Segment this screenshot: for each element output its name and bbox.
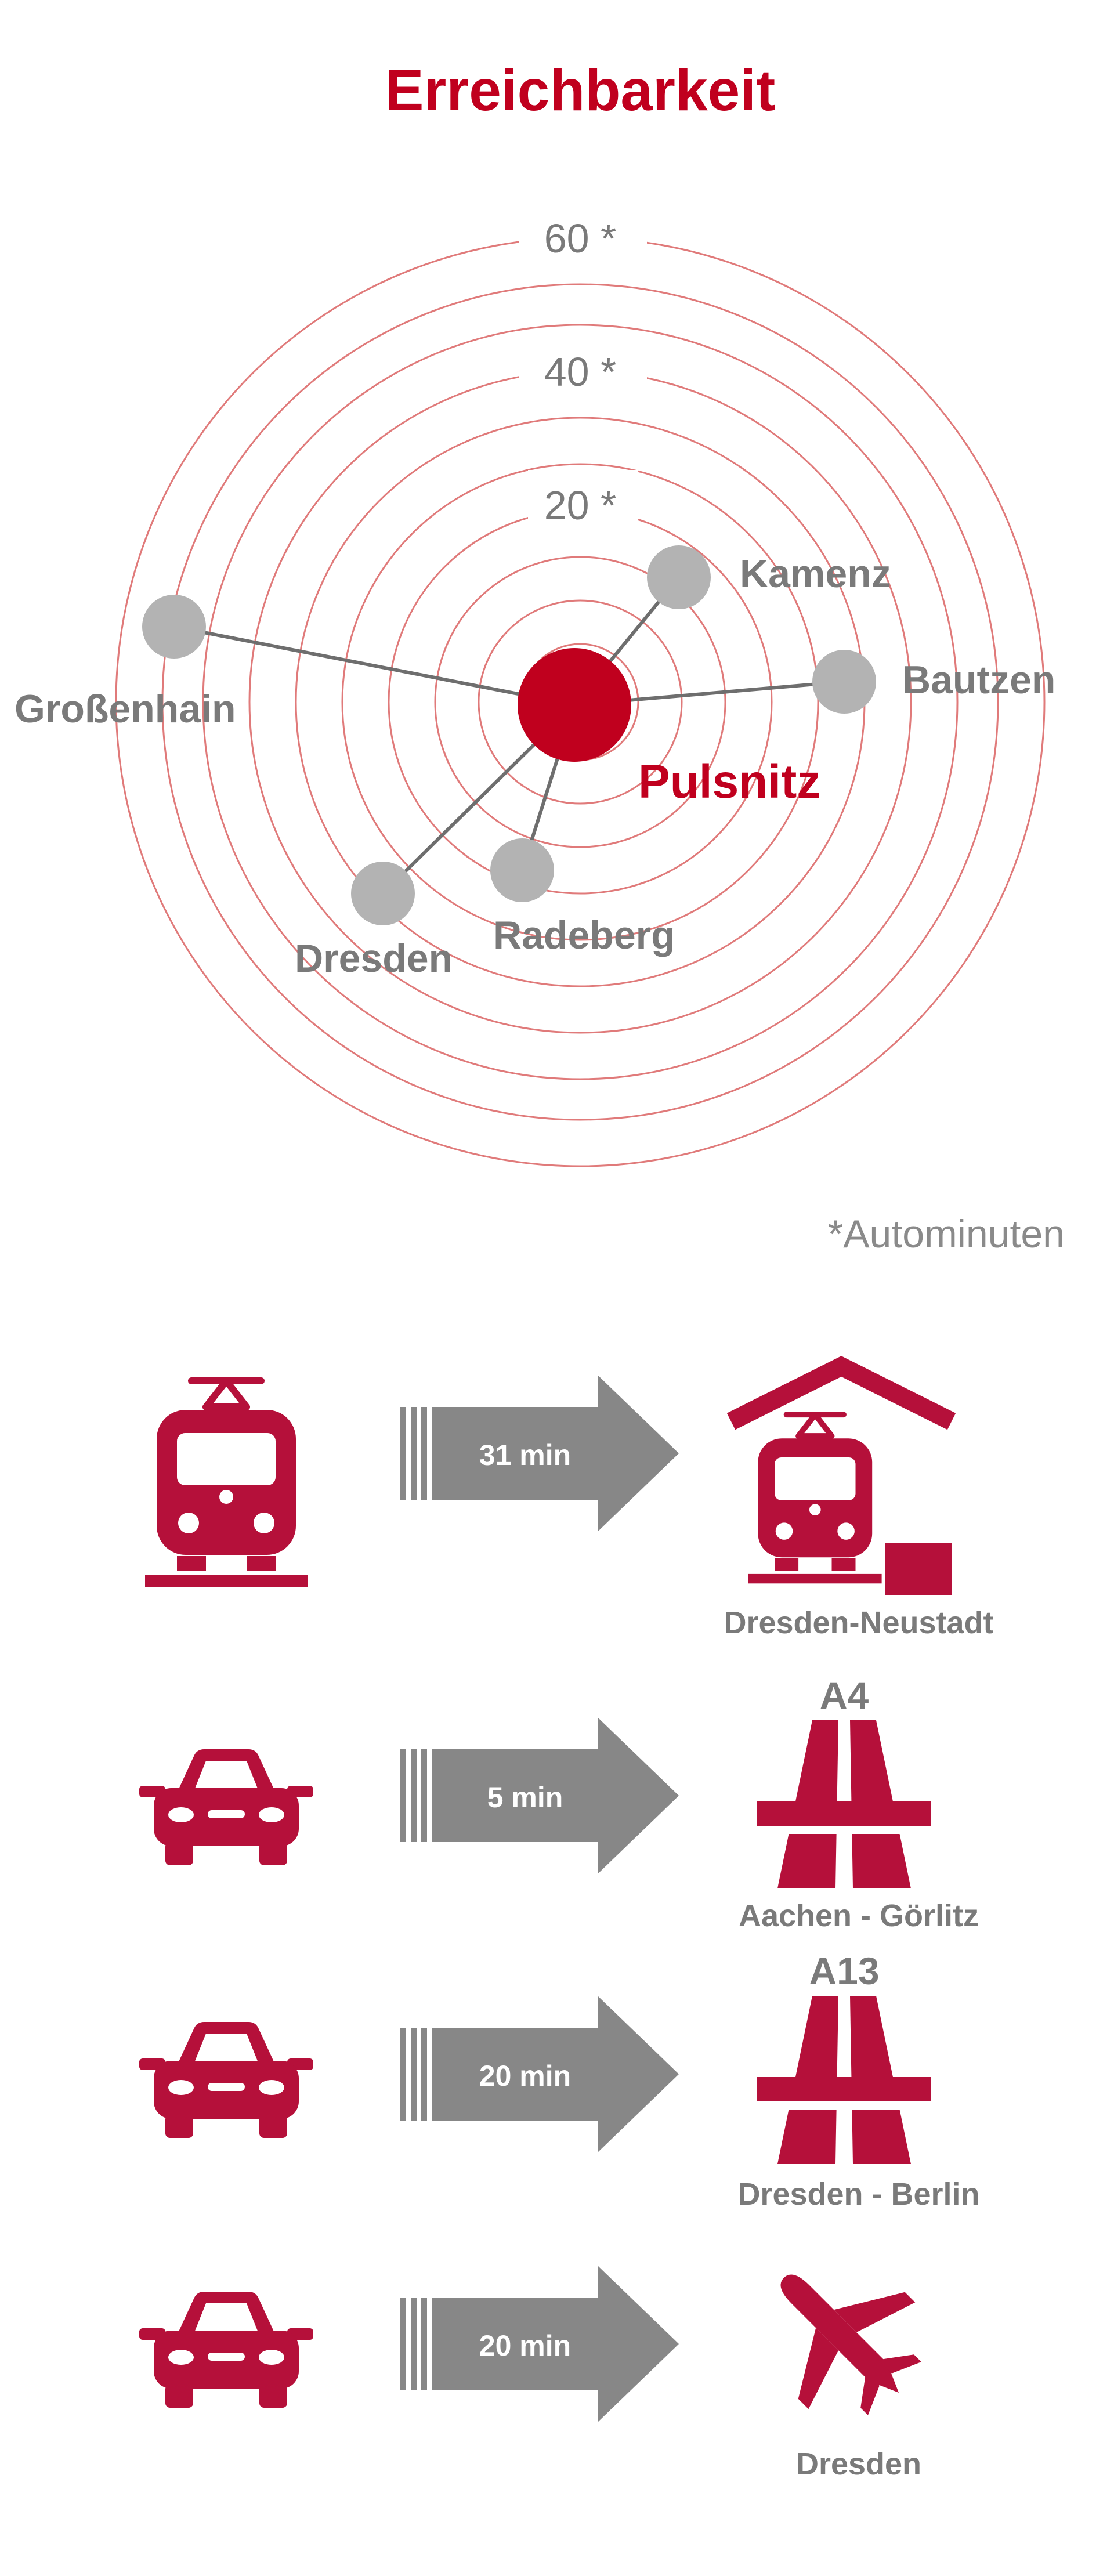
node-bautzen: [812, 650, 876, 714]
distance-ring-5: [341, 463, 819, 941]
city-label-dresden: Dresden: [295, 936, 453, 981]
duration-label: 20 min: [479, 2329, 571, 2362]
duration-label: 31 min: [479, 1439, 571, 1471]
distance-ring-3: [434, 556, 726, 848]
node-radeberg: [490, 838, 554, 902]
node-center-pulsnitz: [518, 648, 631, 762]
city-label-grossenhain: Großenhain: [15, 687, 236, 731]
city-labels: Kamenz Bautzen Großenhain Radeberg Dresd…: [15, 552, 1055, 981]
train-icon: [145, 1381, 308, 1587]
node-kamenz: [647, 545, 711, 609]
line-grossenhain: [173, 625, 575, 707]
destination-label: Aachen - Görlitz: [739, 1898, 979, 1933]
car-icon: [139, 2292, 313, 2408]
city-label-kamenz: Kamenz: [740, 552, 891, 596]
distance-ring-2: [478, 599, 683, 805]
node-dresden: [351, 862, 415, 925]
highway-number: A13: [809, 1949, 879, 1992]
highway-number: A4: [820, 1674, 869, 1717]
city-nodes: [142, 545, 876, 925]
duration-label: 5 min: [487, 1781, 563, 1814]
distance-ring-9: [161, 283, 999, 1121]
connection-row-a13: 20 min A13 Dresden - Berlin: [139, 1949, 980, 2212]
ring-label-20: 20 *: [544, 483, 617, 528]
connection-rows: 31 min Dresden-Neustadt 5 min A4 Aachen …: [139, 1366, 994, 2481]
ring-label-60: 60 *: [544, 216, 617, 261]
highway-icon: [757, 1720, 931, 1888]
center-label-pulsnitz: Pulsnitz: [638, 755, 820, 808]
destination-label: Dresden - Berlin: [737, 2177, 979, 2212]
car-icon: [139, 2022, 313, 2138]
city-label-bautzen: Bautzen: [902, 658, 1055, 702]
connection-row-a4: 5 min A4 Aachen - Görlitz: [139, 1674, 979, 1933]
destination-label: Dresden: [796, 2447, 921, 2481]
destination-label: Dresden-Neustadt: [724, 1605, 993, 1640]
duration-label: 20 min: [479, 2060, 571, 2092]
city-label-radeberg: Radeberg: [493, 913, 675, 957]
train-station-icon: [731, 1366, 952, 1595]
car-icon: [139, 1749, 313, 1865]
connection-row-airport: 20 min Dresden: [139, 2248, 928, 2481]
connection-row-train: 31 min Dresden-Neustadt: [145, 1366, 994, 1640]
distance-ring-8: [202, 324, 959, 1080]
ring-label-40: 40 *: [544, 349, 617, 395]
page-title: Erreichbarkeit: [385, 58, 776, 123]
footnote: *Autominuten: [828, 1212, 1065, 1256]
node-grossenhain: [142, 595, 206, 659]
highway-icon: [757, 1996, 931, 2164]
radial-diagram: 60 * 40 * 20 * Kamenz Bautzen Großenhain…: [15, 203, 1055, 1167]
ring-labels: 60 * 40 * 20 *: [519, 203, 647, 534]
airplane-icon: [754, 2248, 928, 2422]
